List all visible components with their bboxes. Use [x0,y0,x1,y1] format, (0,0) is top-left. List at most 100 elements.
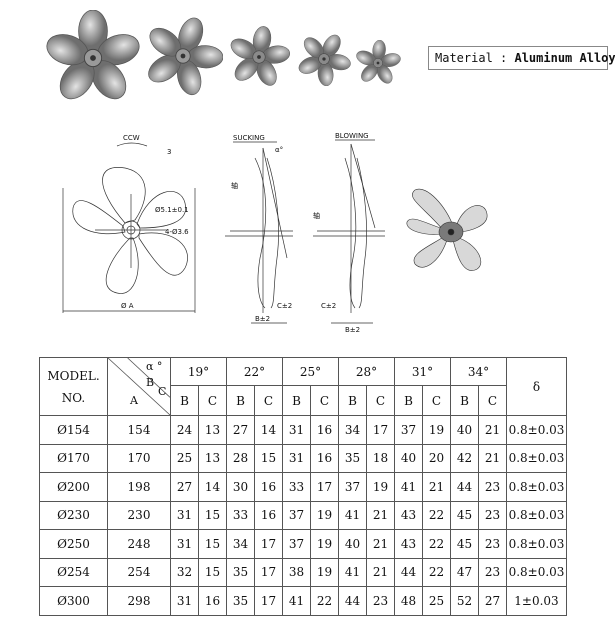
material-label: Material : [435,51,515,65]
drawing-3-label: 3 [167,148,171,156]
value-cell: 40 [338,529,367,559]
delta-cell: 0.8±0.03 [506,529,567,559]
value-cell: 22 [422,500,451,530]
a-value-cell: 248 [107,529,171,559]
value-cell: 38 [282,557,311,587]
value-cell: 27 [226,415,255,445]
value-cell: 16 [254,500,283,530]
value-cell: 33 [226,500,255,530]
value-cell: 23 [478,500,507,530]
value-cell: 43 [394,529,423,559]
a-value-cell: 254 [107,557,171,587]
spec-table: MODEL. NO. α ° B C A 19° 22° 25° 28° 31°… [39,357,567,616]
material-value: Aluminum Alloy [514,51,615,65]
value-cell: 14 [198,472,227,502]
value-cell: 23 [478,557,507,587]
value-cell: 21 [478,415,507,445]
a-value-cell: 230 [107,500,171,530]
value-cell: 28 [226,443,255,473]
value-cell: 27 [170,472,199,502]
diagonal-header: α ° B C A [107,357,171,416]
delta-cell: 0.8±0.03 [506,500,567,530]
value-cell: 45 [450,500,479,530]
model-cell: Ø170 [39,443,108,473]
sub-c: C [478,385,507,416]
value-cell: 24 [170,415,199,445]
value-cell: 15 [254,443,283,473]
value-cell: 30 [226,472,255,502]
value-cell: 23 [478,529,507,559]
value-cell: 44 [338,586,367,616]
value-cell: 17 [310,472,339,502]
value-cell: 37 [394,415,423,445]
sub-b: B [394,385,423,416]
drawing-shaft-right-label: 轴 [313,211,320,220]
fan-blade-image-3 [230,26,290,86]
value-cell: 34 [226,529,255,559]
material-box: Material : Aluminum Alloy [428,46,615,70]
value-cell: 17 [366,415,395,445]
value-cell: 35 [226,586,255,616]
delta-cell: 0.8±0.03 [506,443,567,473]
sub-b: B [282,385,311,416]
angle-header-19: 19° [170,357,227,386]
angle-header-34: 34° [450,357,507,386]
value-cell: 22 [310,586,339,616]
value-cell: 44 [394,557,423,587]
fan-blade-image-4 [298,34,351,86]
value-cell: 18 [366,443,395,473]
value-cell: 31 [170,529,199,559]
model-header-line1: MODEL. [47,368,100,383]
value-cell: 16 [310,415,339,445]
value-cell: 31 [170,586,199,616]
sub-c: C [198,385,227,416]
value-cell: 13 [198,415,227,445]
value-cell: 15 [198,557,227,587]
a-value-cell: 154 [107,415,171,445]
sub-b: B [170,385,199,416]
value-cell: 21 [366,557,395,587]
drawing-b-dim-right: B±2 [345,326,360,334]
sub-b: B [226,385,255,416]
diag-a: A [130,394,138,407]
value-cell: 34 [338,415,367,445]
value-cell: 19 [310,529,339,559]
value-cell: 42 [450,443,479,473]
value-cell: 14 [254,415,283,445]
value-cell: 47 [450,557,479,587]
fan-blade-image-2 [148,17,223,96]
value-cell: 27 [478,586,507,616]
fan-blade-image-1 [46,10,140,100]
value-cell: 43 [394,500,423,530]
drawing-shaft-left-label: 轴 [231,181,238,190]
value-cell: 19 [422,415,451,445]
angle-header-25: 25° [282,357,339,386]
sub-b: B [450,385,479,416]
drawing-c-dim-left: C±2 [277,302,292,310]
value-cell: 37 [338,472,367,502]
value-cell: 23 [478,472,507,502]
value-cell: 16 [198,586,227,616]
delta-cell: 0.8±0.03 [506,557,567,587]
value-cell: 25 [422,586,451,616]
value-cell: 41 [394,472,423,502]
value-cell: 17 [254,586,283,616]
value-cell: 13 [198,443,227,473]
value-cell: 21 [478,443,507,473]
sub-c: C [254,385,283,416]
value-cell: 44 [450,472,479,502]
model-cell: Ø230 [39,500,108,530]
value-cell: 31 [282,415,311,445]
value-cell: 19 [366,472,395,502]
fan-photos [45,10,415,110]
drawing-c-dim-right: C±2 [321,302,336,310]
value-cell: 48 [394,586,423,616]
model-cell: Ø300 [39,586,108,616]
drawing-hole1-label: Ø5.1±0.1 [155,206,189,214]
drawing-ccw-label: CCW [123,134,140,142]
value-cell: 31 [282,443,311,473]
